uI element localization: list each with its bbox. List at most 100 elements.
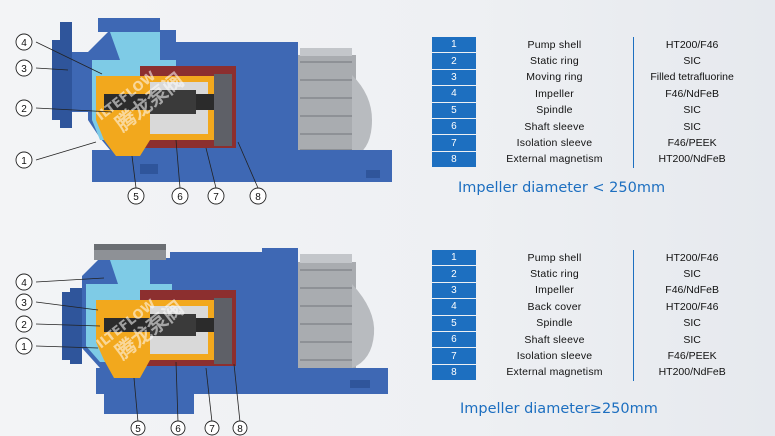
callout-7: 7 [207, 187, 225, 205]
callout-5: 5 [127, 187, 145, 205]
callout-4-label: 4 [21, 38, 27, 49]
inlet-flange [52, 40, 62, 120]
row-number: 1 [432, 37, 476, 54]
table-row: 8 External magnetism HT200/NdFeB [432, 151, 750, 169]
part-material: F46/PEEK [633, 134, 750, 152]
table-row: 1 Pump shell HT200/F46 [432, 250, 750, 267]
part-name: Shaft sleeve [524, 120, 585, 133]
callout-2: 2 [15, 315, 33, 333]
pump-illustration [62, 244, 388, 414]
callout-6: 6 [170, 420, 186, 436]
callout-1: 1 [15, 151, 33, 169]
callout-3: 3 [15, 59, 33, 77]
pump-illustration [52, 18, 392, 182]
part-name: Spindle [536, 317, 573, 330]
row-number: 8 [432, 151, 476, 169]
callout-5-label: 5 [135, 424, 141, 435]
row-number: 3 [432, 69, 476, 87]
caption-top: Impeller diameter < 250mm [458, 180, 666, 196]
part-material: SIC [633, 102, 750, 119]
part-name: Pump shell [527, 38, 582, 51]
row-number: 5 [432, 315, 476, 332]
table-row: 1 Pump shell HT200/F46 [432, 37, 750, 54]
part-name: Static ring [530, 268, 579, 281]
leader-lines [35, 41, 259, 189]
table-row: 3 Moving ring Filled tetrafluorine [432, 69, 750, 87]
external-magnet [214, 298, 232, 364]
motor-body [296, 254, 375, 380]
callout-4-label: 4 [21, 278, 27, 289]
row-number: 6 [432, 331, 476, 349]
table-row: 7 Isolation sleeve F46/PEEK [432, 134, 750, 152]
part-material: F46/NdFeB [633, 282, 750, 299]
part-material: SIC [633, 265, 750, 283]
callout-4: 4 [15, 33, 33, 51]
callout-5: 5 [130, 420, 146, 436]
row-number: 4 [432, 85, 476, 103]
row-number: 7 [432, 347, 476, 365]
callout-1-label: 1 [21, 156, 27, 167]
part-material: SIC [633, 118, 750, 135]
part-material: HT200/F46 [633, 250, 750, 266]
pump-diagram-bottom: ILTEFLOW 腾龙泵阀 1 2 3 4 [0, 218, 420, 436]
part-name: External magnetism [506, 153, 603, 166]
table-row: 2 Static ring SIC [432, 52, 750, 70]
inlet-flange [62, 292, 72, 360]
row-number: 3 [432, 282, 476, 300]
row-number: 4 [432, 298, 476, 316]
part-material: HT200/F46 [633, 298, 750, 316]
callout-1-label: 1 [21, 342, 27, 353]
parts-table-bottom: 1 Pump shell HT200/F46 2 Static ring SIC… [432, 250, 750, 382]
callout-3: 3 [15, 293, 33, 311]
callout-4: 4 [15, 273, 33, 291]
part-material: HT200/NdFeB [633, 151, 750, 168]
part-name: Static ring [530, 55, 579, 68]
callout-6-label: 6 [175, 424, 181, 435]
callout-5-label: 5 [133, 192, 139, 203]
callout-2-label: 2 [21, 104, 27, 115]
part-material: SIC [633, 52, 750, 70]
table-row: 2 Static ring SIC [432, 265, 750, 283]
table-row: 3 Impeller F46/NdFeB [432, 282, 750, 300]
part-name: External magnetism [506, 366, 603, 379]
part-name: Isolation sleeve [516, 350, 593, 363]
row-number: 5 [432, 102, 476, 119]
callout-3-label: 3 [21, 64, 27, 75]
callout-1: 1 [15, 337, 33, 355]
leader-lines [35, 277, 241, 423]
part-name: Spindle [536, 104, 573, 117]
parts-table-top: 1 Pump shell HT200/F46 2 Static ring SIC… [432, 37, 750, 169]
part-name: Back cover [527, 300, 582, 313]
part-material: F46/PEEK [633, 347, 750, 365]
callout-3-label: 3 [21, 298, 27, 309]
callout-7-label: 7 [213, 192, 219, 203]
part-name: Pump shell [527, 251, 582, 264]
table-row: 4 Impeller F46/NdFeB [432, 85, 750, 103]
part-name: Moving ring [526, 71, 583, 84]
part-name: Isolation sleeve [516, 137, 593, 150]
callout-7-label: 7 [209, 424, 215, 435]
motor-flange [262, 248, 298, 382]
row-number: 8 [432, 364, 476, 382]
callout-8: 8 [249, 187, 267, 205]
part-name: Shaft sleeve [524, 333, 585, 346]
callout-8-label: 8 [237, 424, 243, 435]
part-material: SIC [633, 331, 750, 348]
callout-8-label: 8 [255, 192, 261, 203]
part-material: Filled tetrafluorine [633, 69, 750, 86]
table-row: 7 Isolation sleeve F46/PEEK [432, 347, 750, 365]
table-row: 5 Spindle SIC [432, 315, 750, 332]
part-material: F46/NdFeB [633, 85, 750, 103]
callout-6-label: 6 [177, 192, 183, 203]
callout-8: 8 [232, 420, 248, 436]
external-magnet [214, 74, 232, 146]
part-material: SIC [633, 315, 750, 332]
callout-6: 6 [171, 187, 189, 205]
table-row: 5 Spindle SIC [432, 102, 750, 119]
table-row: 8 External magnetism HT200/NdFeB [432, 364, 750, 382]
caption-bottom: Impeller diameter≥250mm [460, 401, 658, 417]
row-number: 7 [432, 134, 476, 152]
row-number: 2 [432, 265, 476, 283]
row-number: 2 [432, 52, 476, 70]
motor-body [296, 48, 372, 170]
